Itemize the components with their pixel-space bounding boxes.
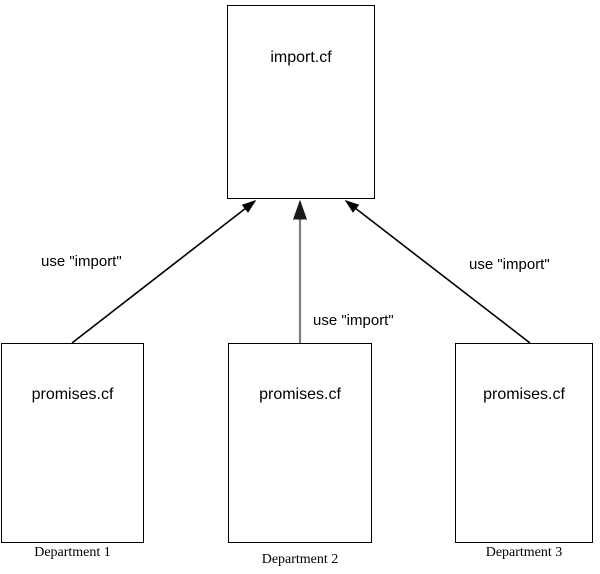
edge-label-department-1: use "import"	[41, 253, 122, 270]
node-promises-cf-department-3-label: promises.cf	[483, 386, 565, 403]
caption-department-3: Department 3	[485, 545, 563, 560]
node-promises-cf-department-2[interactable]: promises.cf	[228, 343, 372, 543]
node-promises-cf-department-2-label: promises.cf	[259, 386, 341, 403]
edge-label-department-2: use "import"	[313, 312, 394, 329]
node-import-cf-label: import.cf	[270, 49, 332, 66]
edge-label-department-3: use "import"	[469, 256, 550, 273]
node-promises-cf-department-3[interactable]: promises.cf	[455, 343, 593, 543]
node-promises-cf-department-1[interactable]: promises.cf	[1, 343, 144, 543]
caption-department-1: Department 1	[34, 545, 111, 560]
caption-department-2: Department 2	[261, 552, 339, 567]
edge-arrow-department-1	[71, 200, 257, 344]
node-promises-cf-department-1-label: promises.cf	[31, 386, 114, 403]
node-import-cf[interactable]: import.cf	[227, 5, 375, 199]
